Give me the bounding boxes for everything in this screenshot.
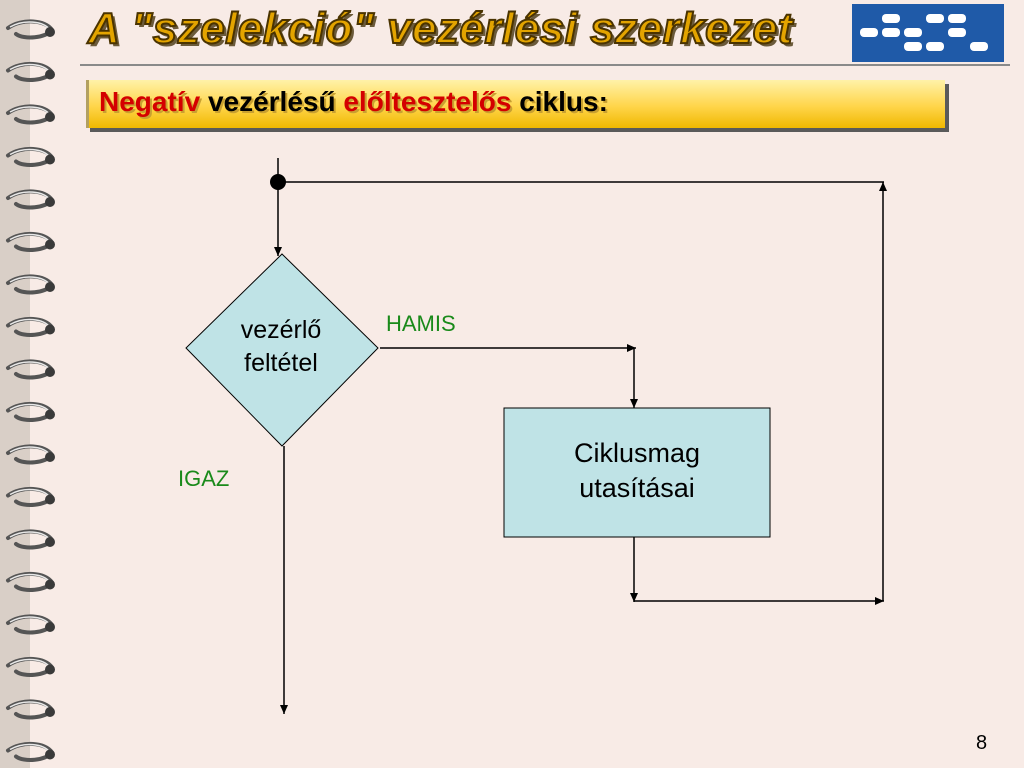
spiral-ring <box>6 274 55 295</box>
slide-title: A "szelekció" vezérlési szerkezet <box>87 3 793 54</box>
title-divider <box>80 64 1010 66</box>
spiral-ring <box>6 104 55 125</box>
condition-line2: feltétel <box>244 349 318 377</box>
spiral-ring <box>6 444 55 465</box>
logo-icon <box>852 4 1004 62</box>
spiral-ring <box>6 19 55 40</box>
spiral-ring <box>6 317 55 337</box>
condition-line1: vezérlő <box>240 316 322 344</box>
false-branch-label: HAMIS <box>386 311 456 336</box>
loop-body-label: Ciklusmag utasításai <box>504 436 770 506</box>
spiral-ring <box>6 529 55 550</box>
loop-body-box <box>503 407 771 538</box>
body-line1: Ciklusmag <box>573 438 701 468</box>
spiral-ring <box>6 487 55 507</box>
true-branch-label: IGAZ <box>178 466 230 491</box>
body-line2: utasításai <box>579 473 695 503</box>
subtitle-banner: Negatív vezérlésű előltesztelős ciklus: <box>86 80 945 128</box>
spiral-ring <box>6 657 55 677</box>
spiral-ring <box>6 742 55 762</box>
condition-diamond <box>185 253 379 447</box>
spiral-binding-icon <box>6 19 55 762</box>
spiral-ring <box>6 232 55 252</box>
slide <box>30 0 1024 768</box>
page-number: 8 <box>976 732 988 754</box>
spiral-ring <box>6 699 55 720</box>
spiral-ring <box>6 359 55 380</box>
junction-dot <box>270 174 286 190</box>
subtitle-eloltesztelos: előltesztelős <box>343 86 512 117</box>
condition-label: vezérlő feltétel <box>186 314 376 380</box>
subtitle-ciklus: ciklus: <box>519 86 608 117</box>
subtitle: Negatív vezérlésű előltesztelős ciklus: <box>99 86 608 118</box>
spiral-ring <box>6 402 55 422</box>
spiral-ring <box>6 572 55 592</box>
spiral-ring <box>6 614 55 635</box>
subtitle-negativ: Negatív <box>99 86 201 117</box>
spiral-ring <box>6 62 55 82</box>
spiral-ring <box>6 147 55 167</box>
subtitle-vezerlesu: vezérlésű <box>207 86 336 117</box>
spiral-ring <box>6 189 55 210</box>
